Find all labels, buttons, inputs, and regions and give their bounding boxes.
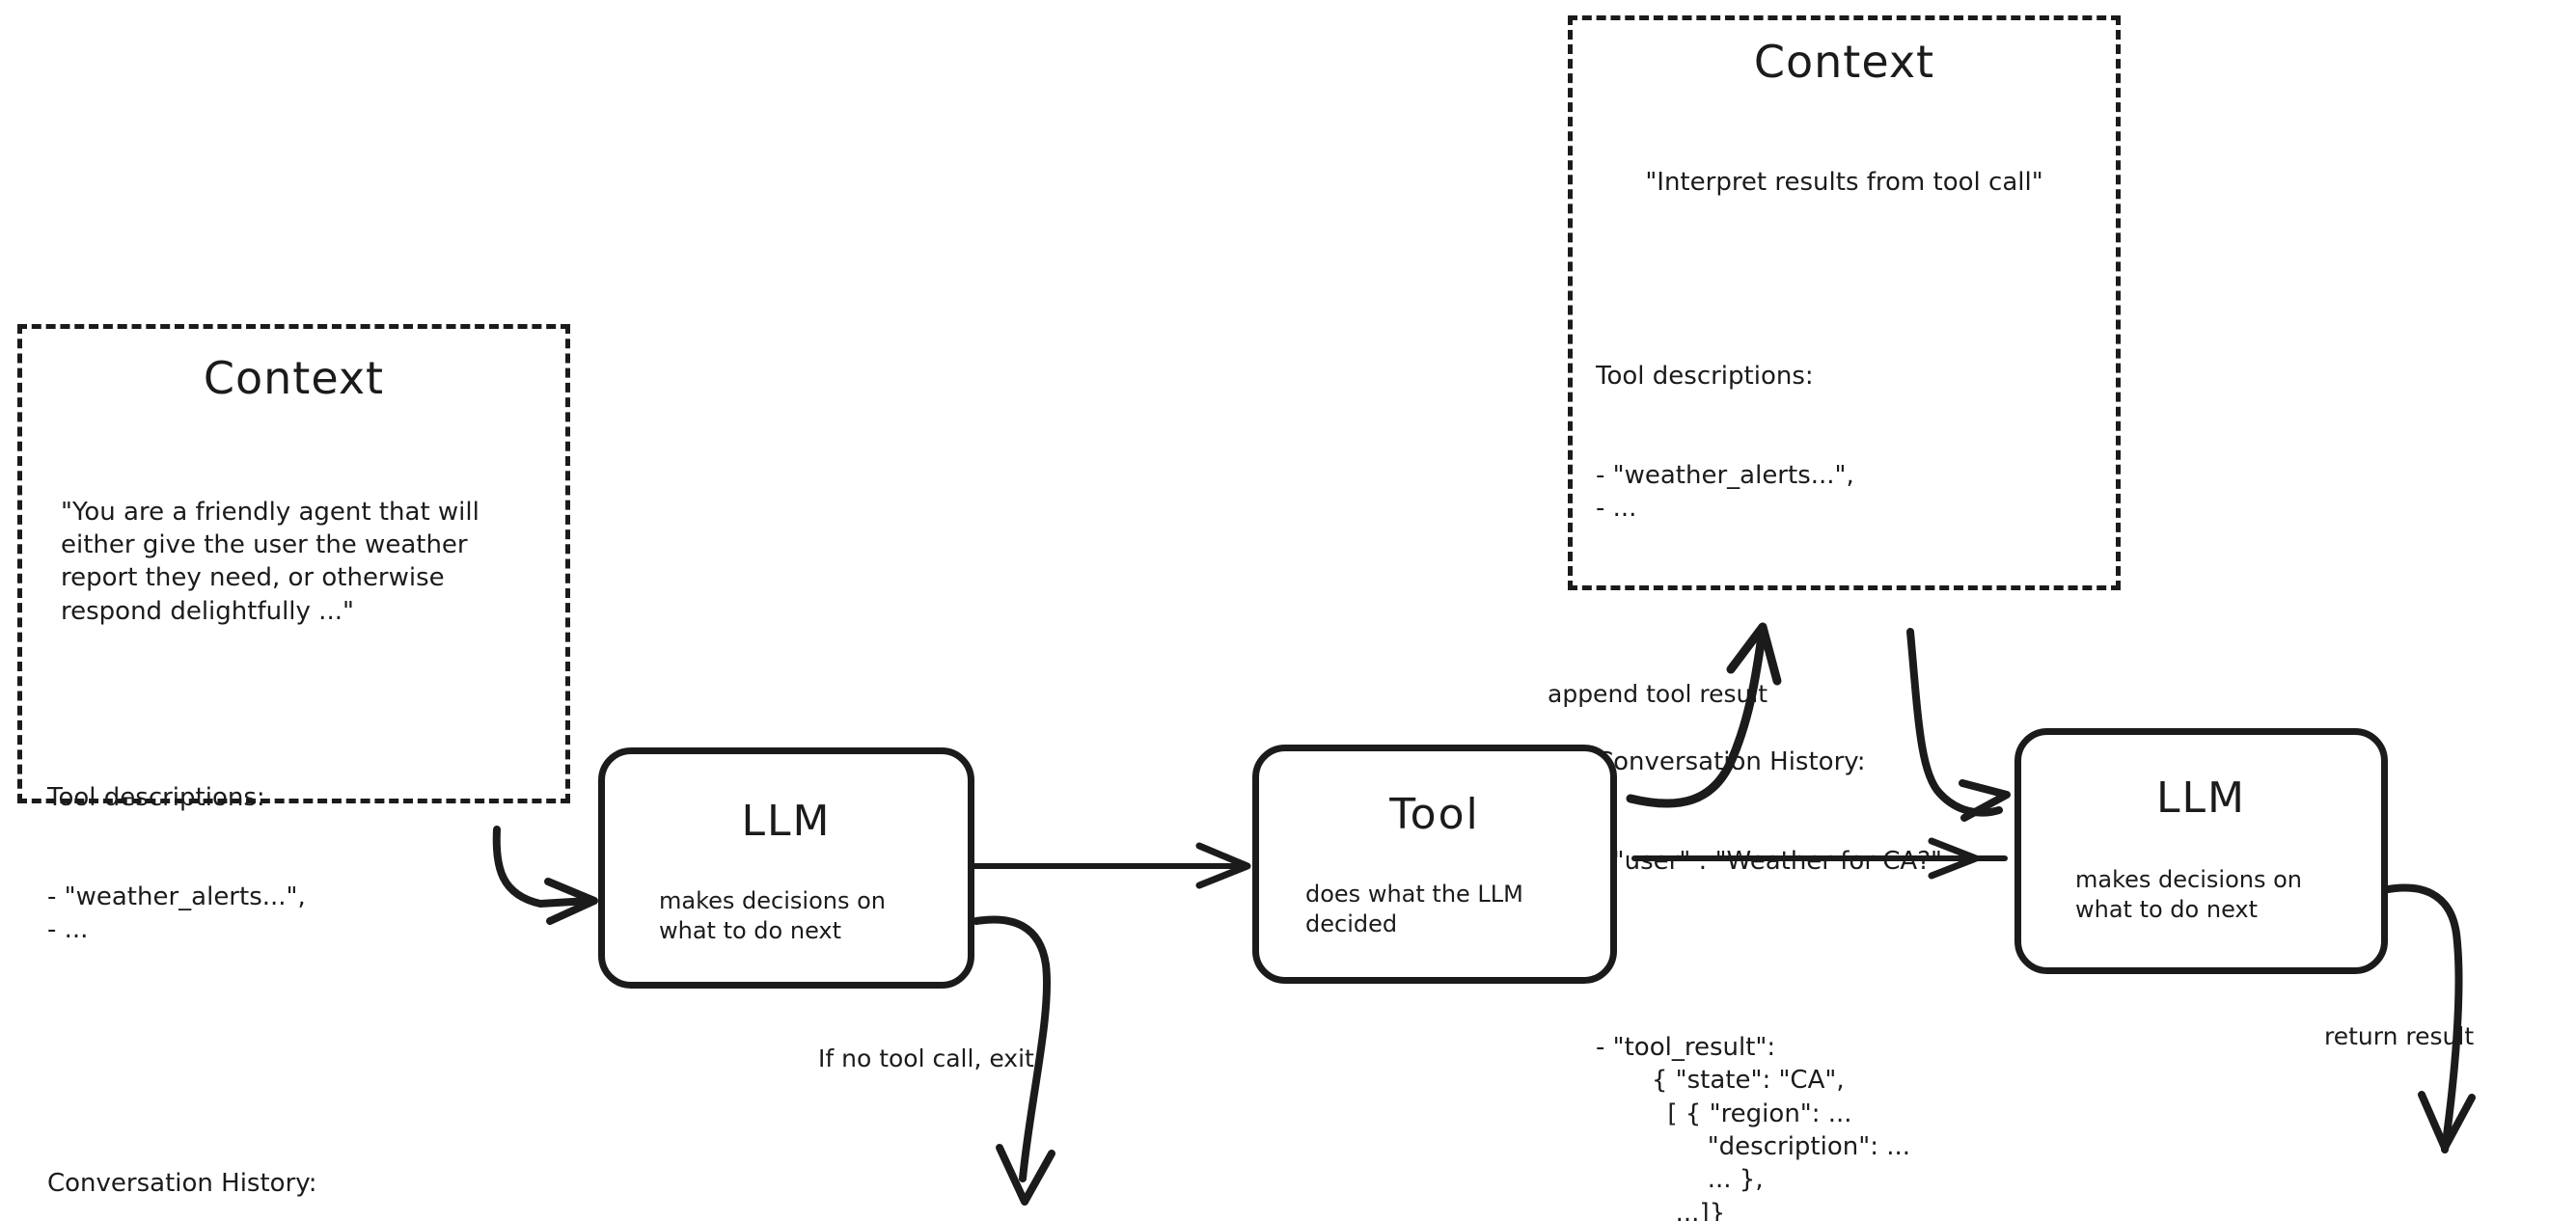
context-box-after-tool: Context "Interpret results from tool cal… [1568,15,2121,1221]
context-right-body: "Interpret results from tool call" Tool … [1596,99,2093,1221]
context-left-tools: Tool descriptions: - "weather_alerts..."… [47,716,540,1014]
edge-label-return-result: return result [2324,1022,2475,1050]
edge-label-exit: If no tool call, exit [818,1045,1034,1072]
context-right-conversation: Conversation History: - "user" : "Weathe… [1596,679,2093,944]
context-left-conversation-heading: Conversation History: [47,1168,317,1198]
node-tool[interactable]: Tool does what the LLM decided [1252,745,1617,984]
context-right-tool-result: - "tool_result": { "state": "CA", [ { "r… [1596,1033,1911,1221]
context-left-tools-heading: Tool descriptions: [47,783,265,813]
node-llm-first[interactable]: LLM makes decisions on what to do next [598,747,974,989]
arrow-return-result [2379,883,2476,1153]
context-right-title: Context [1753,36,1935,88]
node-tool-title: Tool [1389,790,1480,839]
node-llm-first-subtitle: makes decisions on what to do next [659,887,886,945]
context-box-initial: Context "You are a friendly agent that w… [17,324,570,1198]
edge-label-append-tool-result: append tool result [1548,680,1768,708]
context-left-body: "You are a friendly agent that will eith… [47,429,540,1221]
context-left-title: Context [203,352,385,404]
context-left-tools-list: - "weather_alerts...", - ... [47,882,306,945]
context-left-conversation: Conversation History: - "user" : "Weathe… [47,1100,540,1221]
arrow-llm-to-tool [968,842,1251,889]
node-llm-first-title: LLM [741,797,832,846]
node-llm-second-title: LLM [2156,773,2246,823]
node-tool-subtitle: does what the LLM decided [1305,881,1523,938]
node-llm-second[interactable]: LLM makes decisions on what to do next [2014,728,2388,974]
context-right-conversation-heading: Conversation History: [1596,746,1866,776]
context-right-tools: Tool descriptions: - "weather_alerts..."… [1596,294,2093,592]
context-right-tools-list: - "weather_alerts...", - ... [1596,461,1854,524]
context-right-tools-heading: Tool descriptions: [1596,362,1814,392]
context-left-system-prompt: "You are a friendly agent that will eith… [61,497,480,626]
context-right-system-prompt: "Interpret results from tool call" [1645,167,2043,197]
node-llm-second-subtitle: makes decisions on what to do next [2075,866,2302,924]
